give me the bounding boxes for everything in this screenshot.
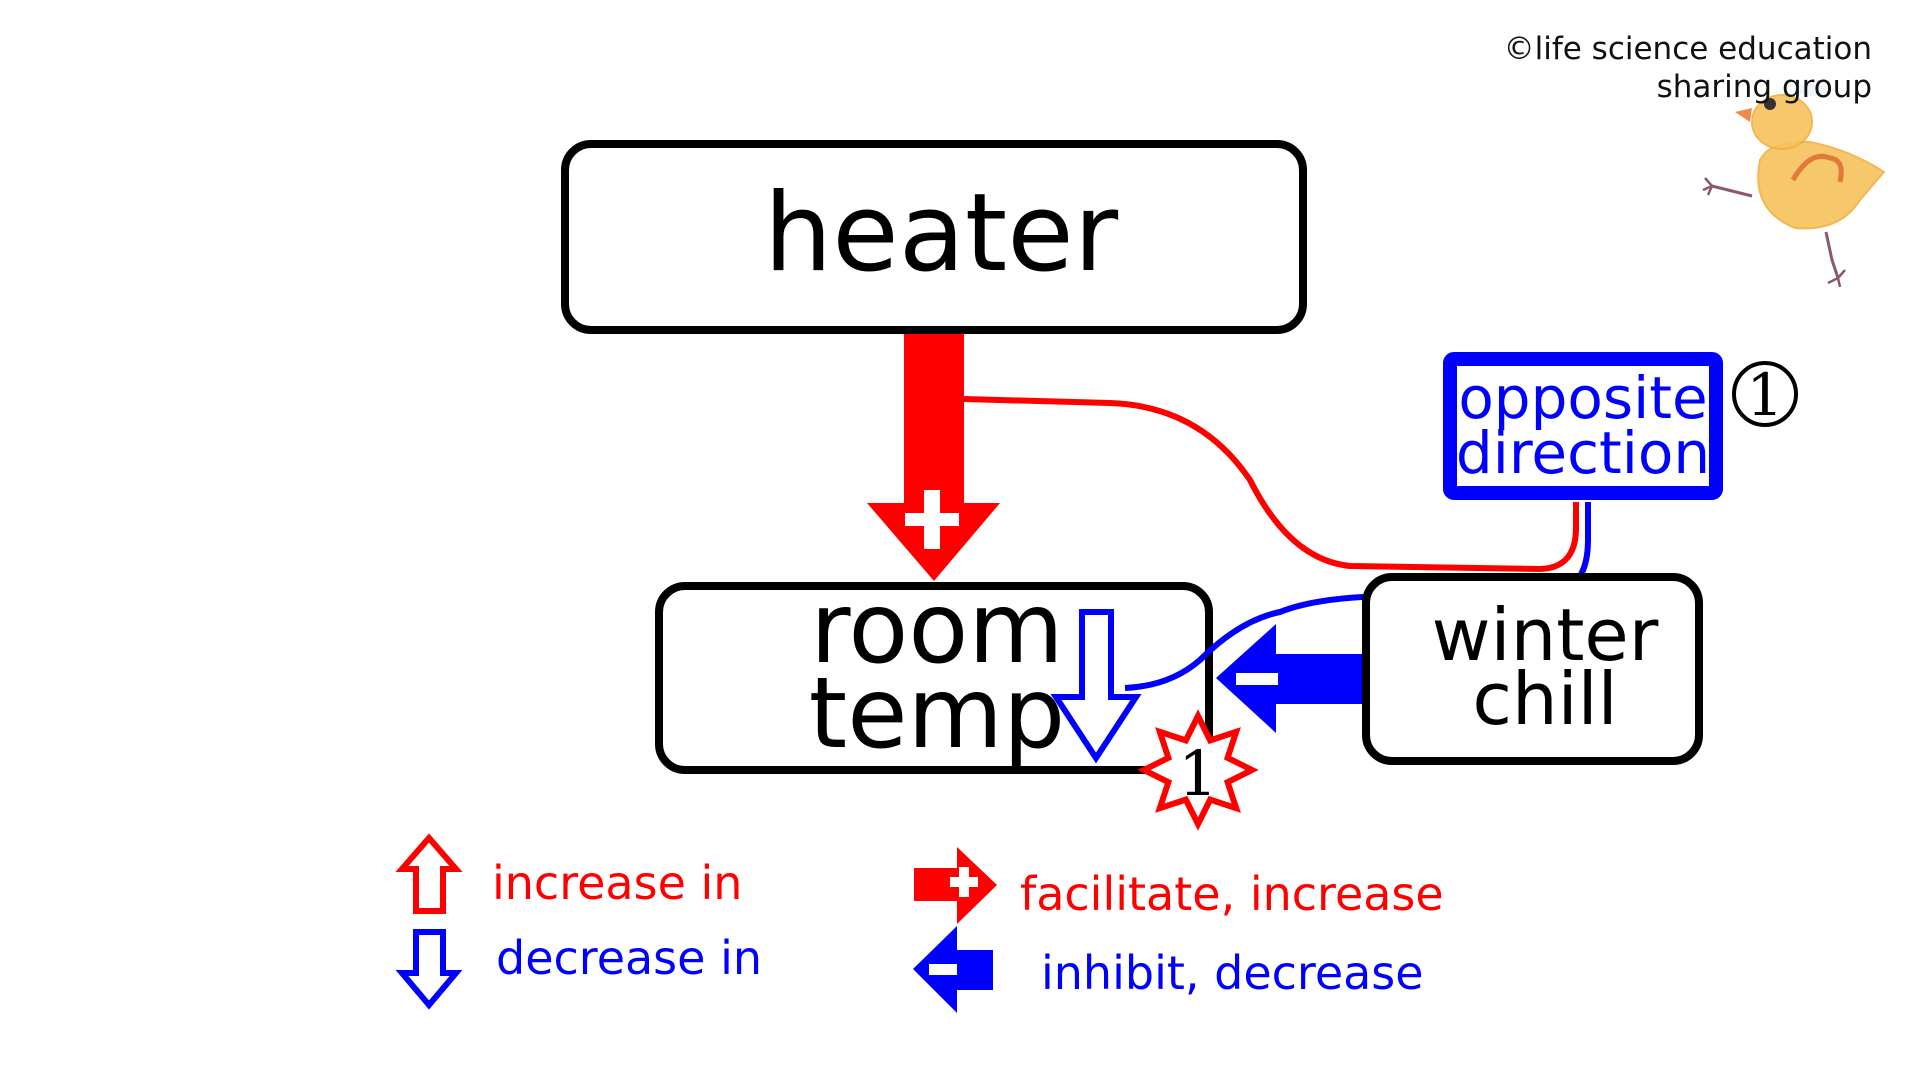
step-badge-label: 1: [1178, 737, 1217, 810]
chick-icon: [1702, 84, 1886, 288]
opposite-direction-line-1: opposite: [1458, 364, 1707, 432]
copyright-notice: ©life science education sharing group: [1504, 30, 1872, 106]
red-connector-line: [963, 396, 1579, 573]
legend-facilitate-label: facilitate, increase: [1020, 867, 1444, 921]
legend-inhibit-arrow-icon: [913, 926, 993, 1013]
node-heater-label: heater: [764, 171, 1119, 296]
node-room-temp[interactable]: room temp: [655, 572, 1213, 774]
node-winter-chill-line-2: chill: [1472, 657, 1617, 741]
node-heater[interactable]: heater: [561, 140, 1307, 334]
step-badge: 1: [1137, 709, 1259, 831]
node-winter-chill[interactable]: winter chill: [1362, 573, 1703, 765]
opposite-direction-line-2: direction: [1456, 419, 1710, 487]
starburst-icon: [1137, 709, 1259, 831]
legend-decrease-arrow-icon: [395, 929, 463, 1010]
legend-decrease-label: decrease in: [496, 931, 762, 985]
legend-facilitate-arrow-icon: [914, 847, 997, 924]
legend-inhibit-label: inhibit, decrease: [1041, 946, 1424, 1000]
legend-increase-arrow-icon: [395, 833, 463, 914]
facilitate-arrow: [867, 334, 1000, 581]
node-room-temp-line-2: temp: [809, 657, 1065, 771]
legend-increase-label: increase in: [492, 856, 742, 910]
copyright-line-2: sharing group: [1656, 69, 1872, 105]
legend: increase in decrease in facilitate, incr…: [395, 833, 1444, 1013]
node-winter-chill-line-1: winter: [1432, 593, 1659, 677]
minus-icon: [1236, 673, 1278, 685]
inhibit-arrow: [1216, 624, 1366, 733]
opposite-direction-note: opposite direction: [1443, 352, 1723, 500]
copyright-line-1: ©life science education: [1503, 31, 1872, 67]
svg-text:1: 1: [1747, 361, 1784, 429]
node-room-temp-line-1: room: [810, 572, 1064, 686]
circled-number-marker: 1: [1732, 361, 1798, 429]
decrease-arrow-icon: [1050, 609, 1142, 764]
